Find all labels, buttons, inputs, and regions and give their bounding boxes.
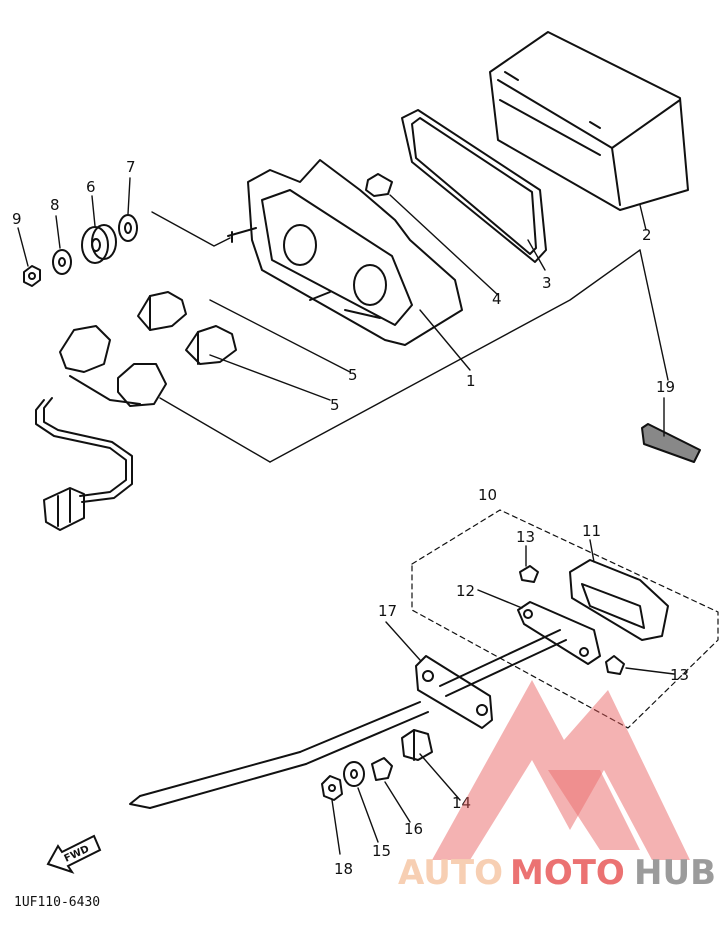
callout-13-lower: 13 <box>670 666 689 684</box>
part-5-bulb-lower <box>185 325 237 365</box>
automotohub-watermark: AUTO MOTO HUB <box>398 680 716 893</box>
callout-5-upper: 5 <box>348 366 358 384</box>
part-6-grommet <box>81 224 117 264</box>
callout-8: 8 <box>50 196 60 214</box>
callout-13-upper: 13 <box>516 528 535 546</box>
part-13-bulb-upper <box>519 565 539 583</box>
part-2-lens <box>489 31 689 211</box>
part-1-housing <box>227 159 463 346</box>
watermark-text-2: MOTO <box>510 853 625 893</box>
part-10-assembly-boundary <box>411 509 719 729</box>
part-11-license-light <box>569 559 669 641</box>
callout-17: 17 <box>378 602 397 620</box>
part-15-washer <box>343 761 365 787</box>
part-7-collar <box>118 214 138 242</box>
callout-9: 9 <box>12 210 22 228</box>
part-9-nut <box>23 265 41 287</box>
part-3-gasket <box>401 109 547 263</box>
callout-5-lower: 5 <box>330 396 340 414</box>
callout-19: 19 <box>656 378 675 396</box>
callout-16: 16 <box>404 820 423 838</box>
callout-10: 10 <box>478 486 497 504</box>
part-4-grommet <box>365 173 393 197</box>
callouts: 1 2 3 4 5 5 6 7 8 9 10 11 12 13 13 14 15… <box>12 158 689 878</box>
callout-1: 1 <box>466 372 476 390</box>
watermark-logo-icon <box>432 680 690 860</box>
part-19-label <box>641 423 701 463</box>
callout-6: 6 <box>86 178 96 196</box>
part-code: 1UF110-6430 <box>14 895 100 910</box>
socket-harness <box>35 325 167 531</box>
callout-15: 15 <box>372 842 391 860</box>
part-16-collar <box>371 757 393 781</box>
leader-lines <box>17 177 675 855</box>
callout-7: 7 <box>126 158 136 176</box>
part-8-washer <box>52 249 72 275</box>
part-5-bulb-upper <box>137 291 187 331</box>
part-12-bracket <box>517 601 601 665</box>
forward-arrow-icon: FWD <box>46 834 102 874</box>
watermark-text-3: HUB <box>634 853 716 893</box>
watermark-text-1: AUTO <box>398 853 503 893</box>
callout-3: 3 <box>542 274 552 292</box>
callout-4: 4 <box>492 290 502 308</box>
callout-11: 11 <box>582 522 601 540</box>
callout-14: 14 <box>452 794 471 812</box>
part-14-grommet <box>401 729 433 761</box>
part-13-bulb-lower <box>605 655 625 675</box>
part-18-nut <box>321 775 343 801</box>
callout-12: 12 <box>456 582 475 600</box>
callout-2: 2 <box>642 226 652 244</box>
callout-18: 18 <box>334 860 353 878</box>
